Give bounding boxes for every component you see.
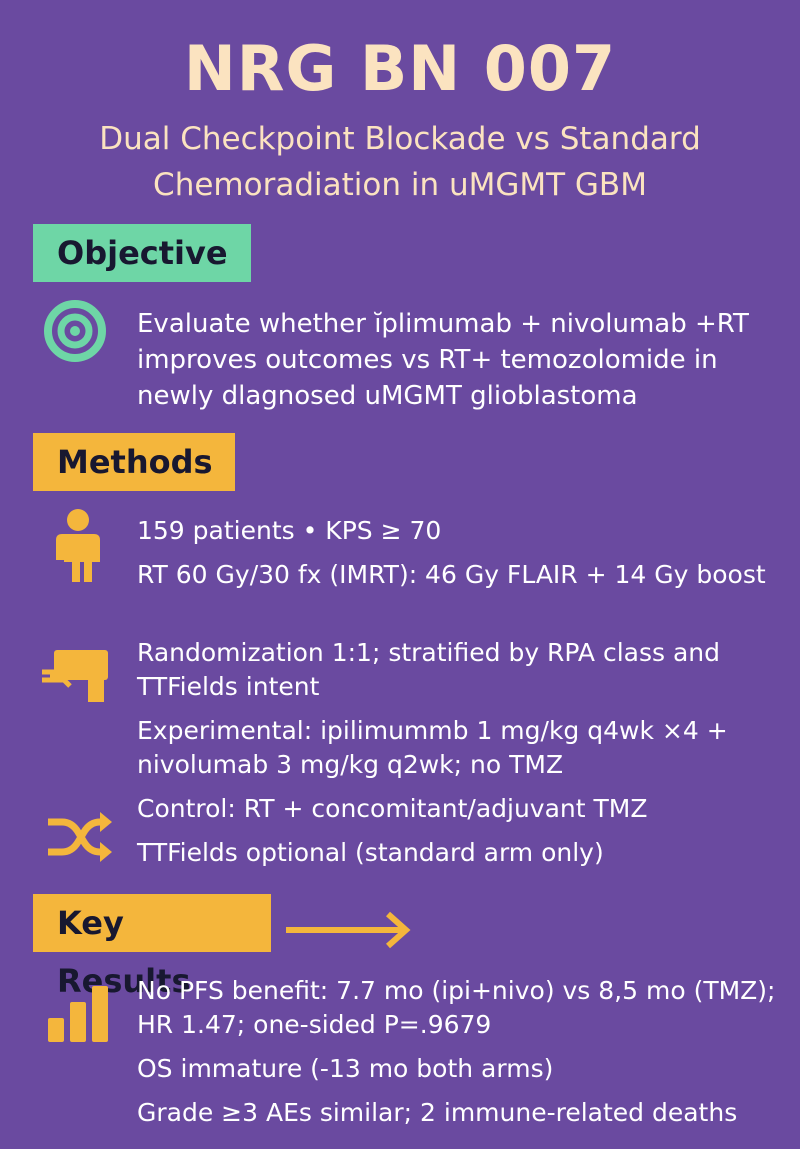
methods-line-1: 159 patients • KPS ≥ 70 bbox=[137, 516, 442, 545]
arrow-right-icon bbox=[286, 911, 411, 949]
objective-text: Evaluate whether ĭplimumab + nivolumab +… bbox=[137, 309, 749, 411]
target-icon bbox=[44, 300, 106, 362]
methods-line-2: RT 60 Gy/30 fx (IMRT): 46 Gy FLAIR + 14 … bbox=[137, 560, 766, 589]
objective-header: Objective bbox=[33, 224, 251, 282]
bar-chart-icon bbox=[48, 986, 108, 1042]
page-subtitle: Dual Checkpoint Blockade vs Standard Che… bbox=[99, 121, 701, 203]
methods-header: Methods bbox=[33, 433, 235, 491]
methods-line-4: Experimental: ipilimummb 1 mg/kg q4wk ×4… bbox=[137, 716, 728, 779]
page-title: NRG BN 007 bbox=[183, 32, 617, 105]
results-line-1: No PFS benefit: 7.7 mo (ipi+nivo) vs 8,5… bbox=[137, 976, 776, 1039]
methods-line-3: Randomization 1:1; stratified by RPA cla… bbox=[137, 638, 720, 701]
shuffle-icon bbox=[48, 812, 112, 862]
methods-line-6: TTFields optional (standard arm only) bbox=[137, 838, 604, 867]
results-line-3: Grade ≥3 AEs similar; 2 immune-related d… bbox=[137, 1098, 738, 1127]
methods-line-5: Control: RT + concomitant/adjuvant TMZ bbox=[137, 794, 648, 823]
results-line-2: OS immature (-13 mo both arms) bbox=[137, 1054, 554, 1083]
results-header: Key Results bbox=[33, 894, 271, 1000]
device-icon bbox=[42, 650, 108, 702]
person-icon bbox=[56, 509, 100, 582]
